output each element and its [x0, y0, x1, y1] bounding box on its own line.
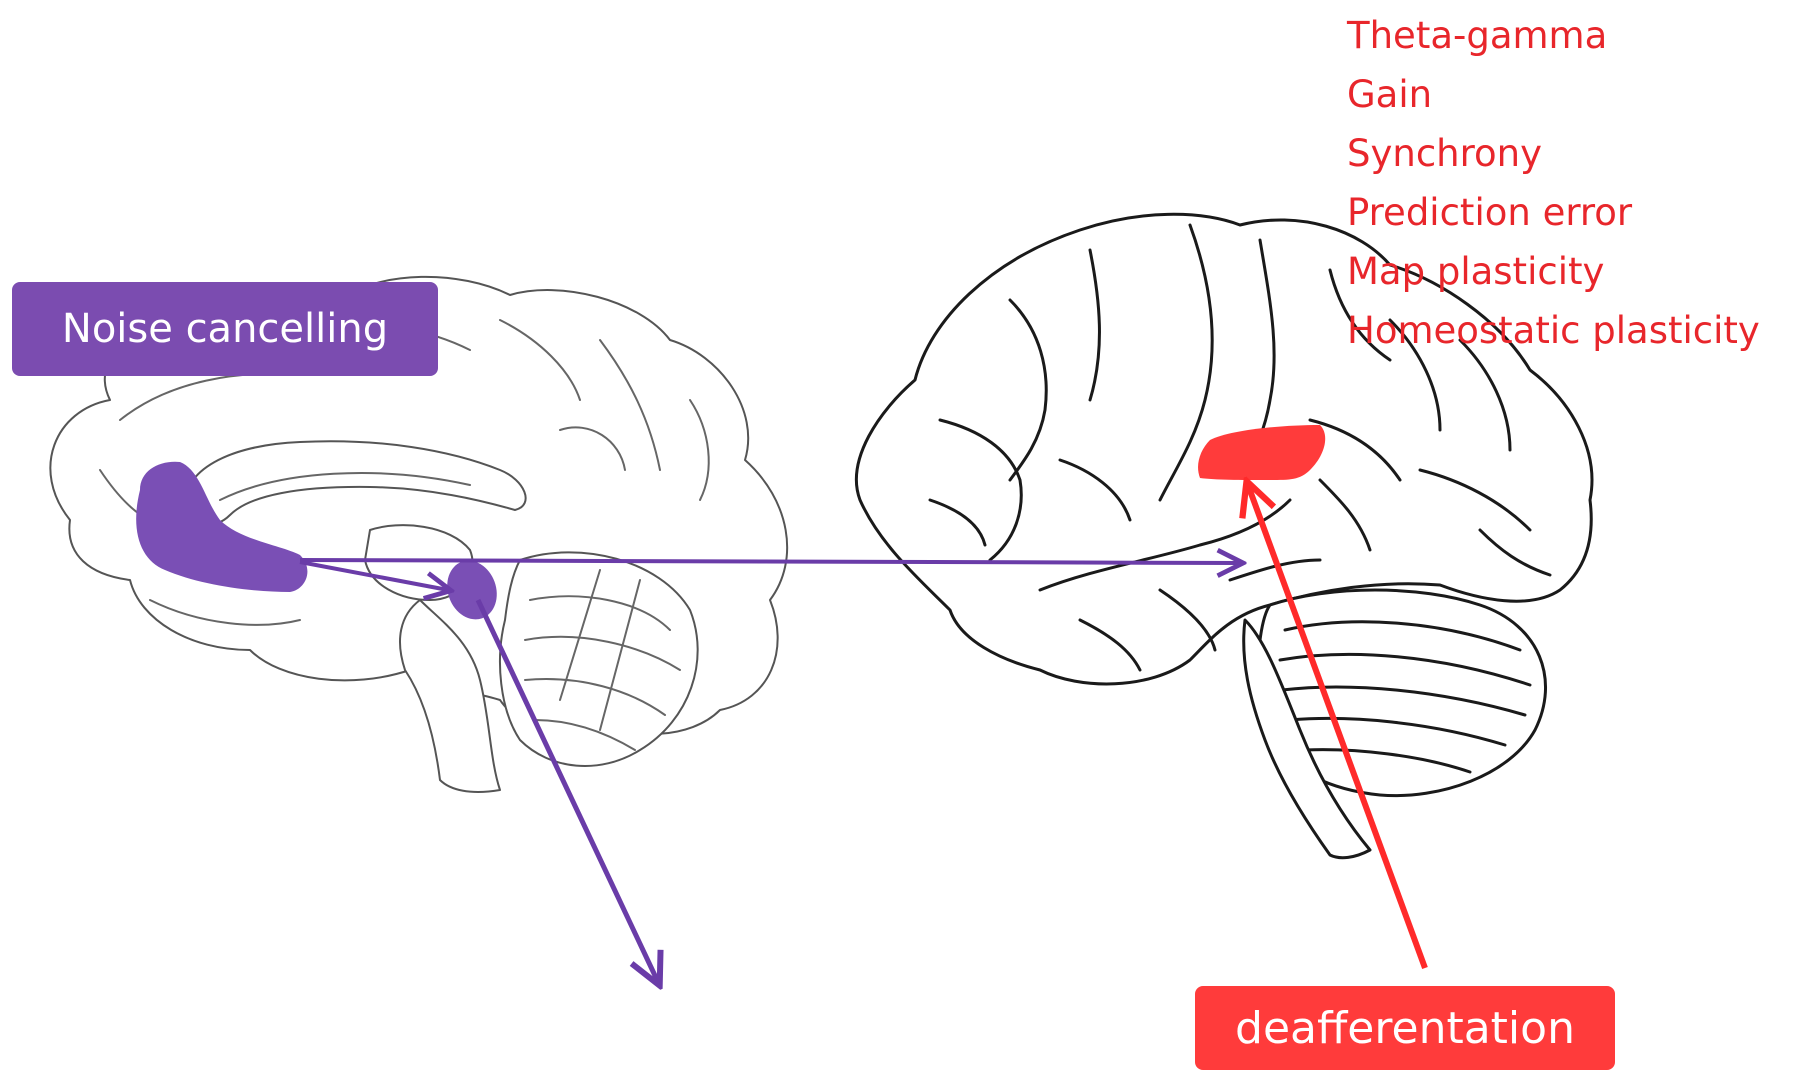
mechanism-item: Prediction error — [1347, 183, 1760, 242]
deafferentation-label: deafferentation — [1195, 986, 1615, 1070]
deafferentation-text: deafferentation — [1235, 1003, 1575, 1054]
noise-cancelling-label: Noise cancelling — [12, 282, 438, 376]
mechanism-item: Map plasticity — [1347, 242, 1760, 301]
mechanism-item: Gain — [1347, 65, 1760, 124]
mechanism-item: Synchrony — [1347, 124, 1760, 183]
mechanism-list: Theta-gamma Gain Synchrony Prediction er… — [1347, 6, 1760, 360]
noise-cancelling-text: Noise cancelling — [62, 306, 388, 352]
mechanism-item: Homeostatic plasticity — [1347, 301, 1760, 360]
mechanism-item: Theta-gamma — [1347, 6, 1760, 65]
